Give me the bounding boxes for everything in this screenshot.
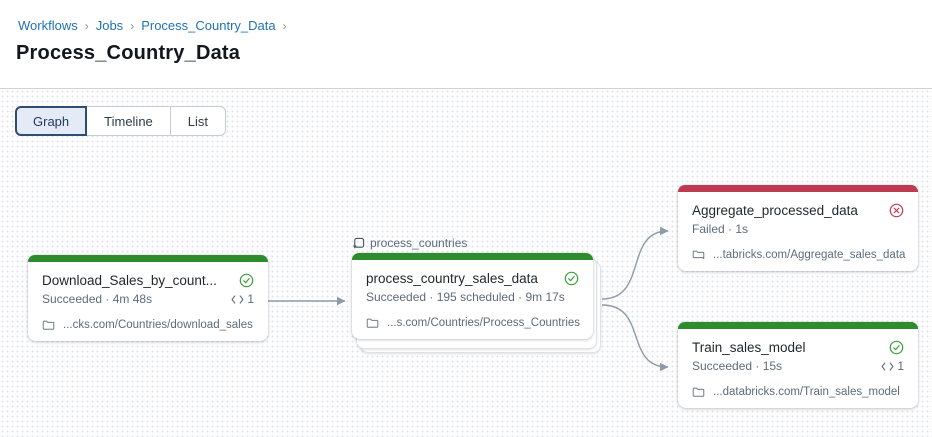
task-status-line: Failed · 1s <box>692 222 749 236</box>
folder-icon <box>42 320 55 330</box>
task-title: Download_Sales_by_count... <box>42 273 217 288</box>
task-node-process-stack: process_country_sales_data Succeeded · 1… <box>352 253 601 353</box>
folder-icon <box>692 387 705 397</box>
breadcrumb-job-name[interactable]: Process_Country_Data <box>141 18 276 33</box>
failed-x-icon <box>889 203 904 218</box>
task-node-train[interactable]: Train_sales_model Succeeded · 15s 1 ...d… <box>678 322 918 408</box>
task-node-aggregate[interactable]: Aggregate_processed_data Failed · 1s ...… <box>678 185 918 271</box>
cluster-badge: 1 <box>881 359 904 373</box>
cluster-badge: 1 <box>231 292 254 306</box>
task-status-bar <box>352 253 593 260</box>
view-tabs: Graph Timeline List <box>15 106 227 136</box>
task-notebook-path: ...databricks.com/Train_sales_model <box>713 386 900 398</box>
task-node-download[interactable]: Download_Sales_by_count... Succeeded · 4… <box>28 255 268 341</box>
folder-icon <box>366 318 379 328</box>
task-status-bar <box>678 185 918 192</box>
success-check-icon <box>889 340 904 355</box>
task-notebook-path: ...tabricks.com/Aggregate_sales_data <box>713 249 906 261</box>
page-title: Process_Country_Data <box>16 42 241 64</box>
task-status-line: Succeeded · 15s <box>692 359 783 373</box>
loop-icon <box>353 237 365 249</box>
task-status-bar <box>678 322 918 329</box>
breadcrumb-separator: › <box>84 18 89 33</box>
folder-icon <box>692 250 705 259</box>
task-notebook-path: ...cks.com/Countries/download_sales <box>63 319 253 331</box>
success-check-icon <box>564 271 579 286</box>
task-title: Train_sales_model <box>692 340 806 355</box>
breadcrumb-workflows[interactable]: Workflows <box>18 18 78 33</box>
breadcrumb-separator: › <box>130 18 135 33</box>
success-check-icon <box>239 273 254 288</box>
task-status-bar <box>28 255 268 262</box>
breadcrumb-separator: › <box>282 18 287 33</box>
header-divider <box>0 88 932 89</box>
code-icon <box>231 294 244 304</box>
breadcrumb: Workflows › Jobs › Process_Country_Data … <box>18 18 287 33</box>
code-icon <box>881 361 894 371</box>
breadcrumb-jobs[interactable]: Jobs <box>95 18 124 33</box>
task-notebook-path: ...s.com/Countries/Process_Countries <box>387 317 581 329</box>
task-status-line: Succeeded · 195 scheduled · 9m 17s <box>366 290 565 304</box>
tab-timeline[interactable]: Timeline <box>86 106 171 136</box>
task-title: Aggregate_processed_data <box>692 203 858 218</box>
task-status-line: Succeeded · 4m 48s <box>42 292 153 306</box>
foreach-label: process_countries <box>352 236 467 250</box>
task-node-process[interactable]: process_country_sales_data Succeeded · 1… <box>352 253 593 339</box>
task-title: process_country_sales_data <box>366 271 538 286</box>
tab-graph[interactable]: Graph <box>15 106 88 136</box>
tab-list[interactable]: List <box>169 106 227 136</box>
